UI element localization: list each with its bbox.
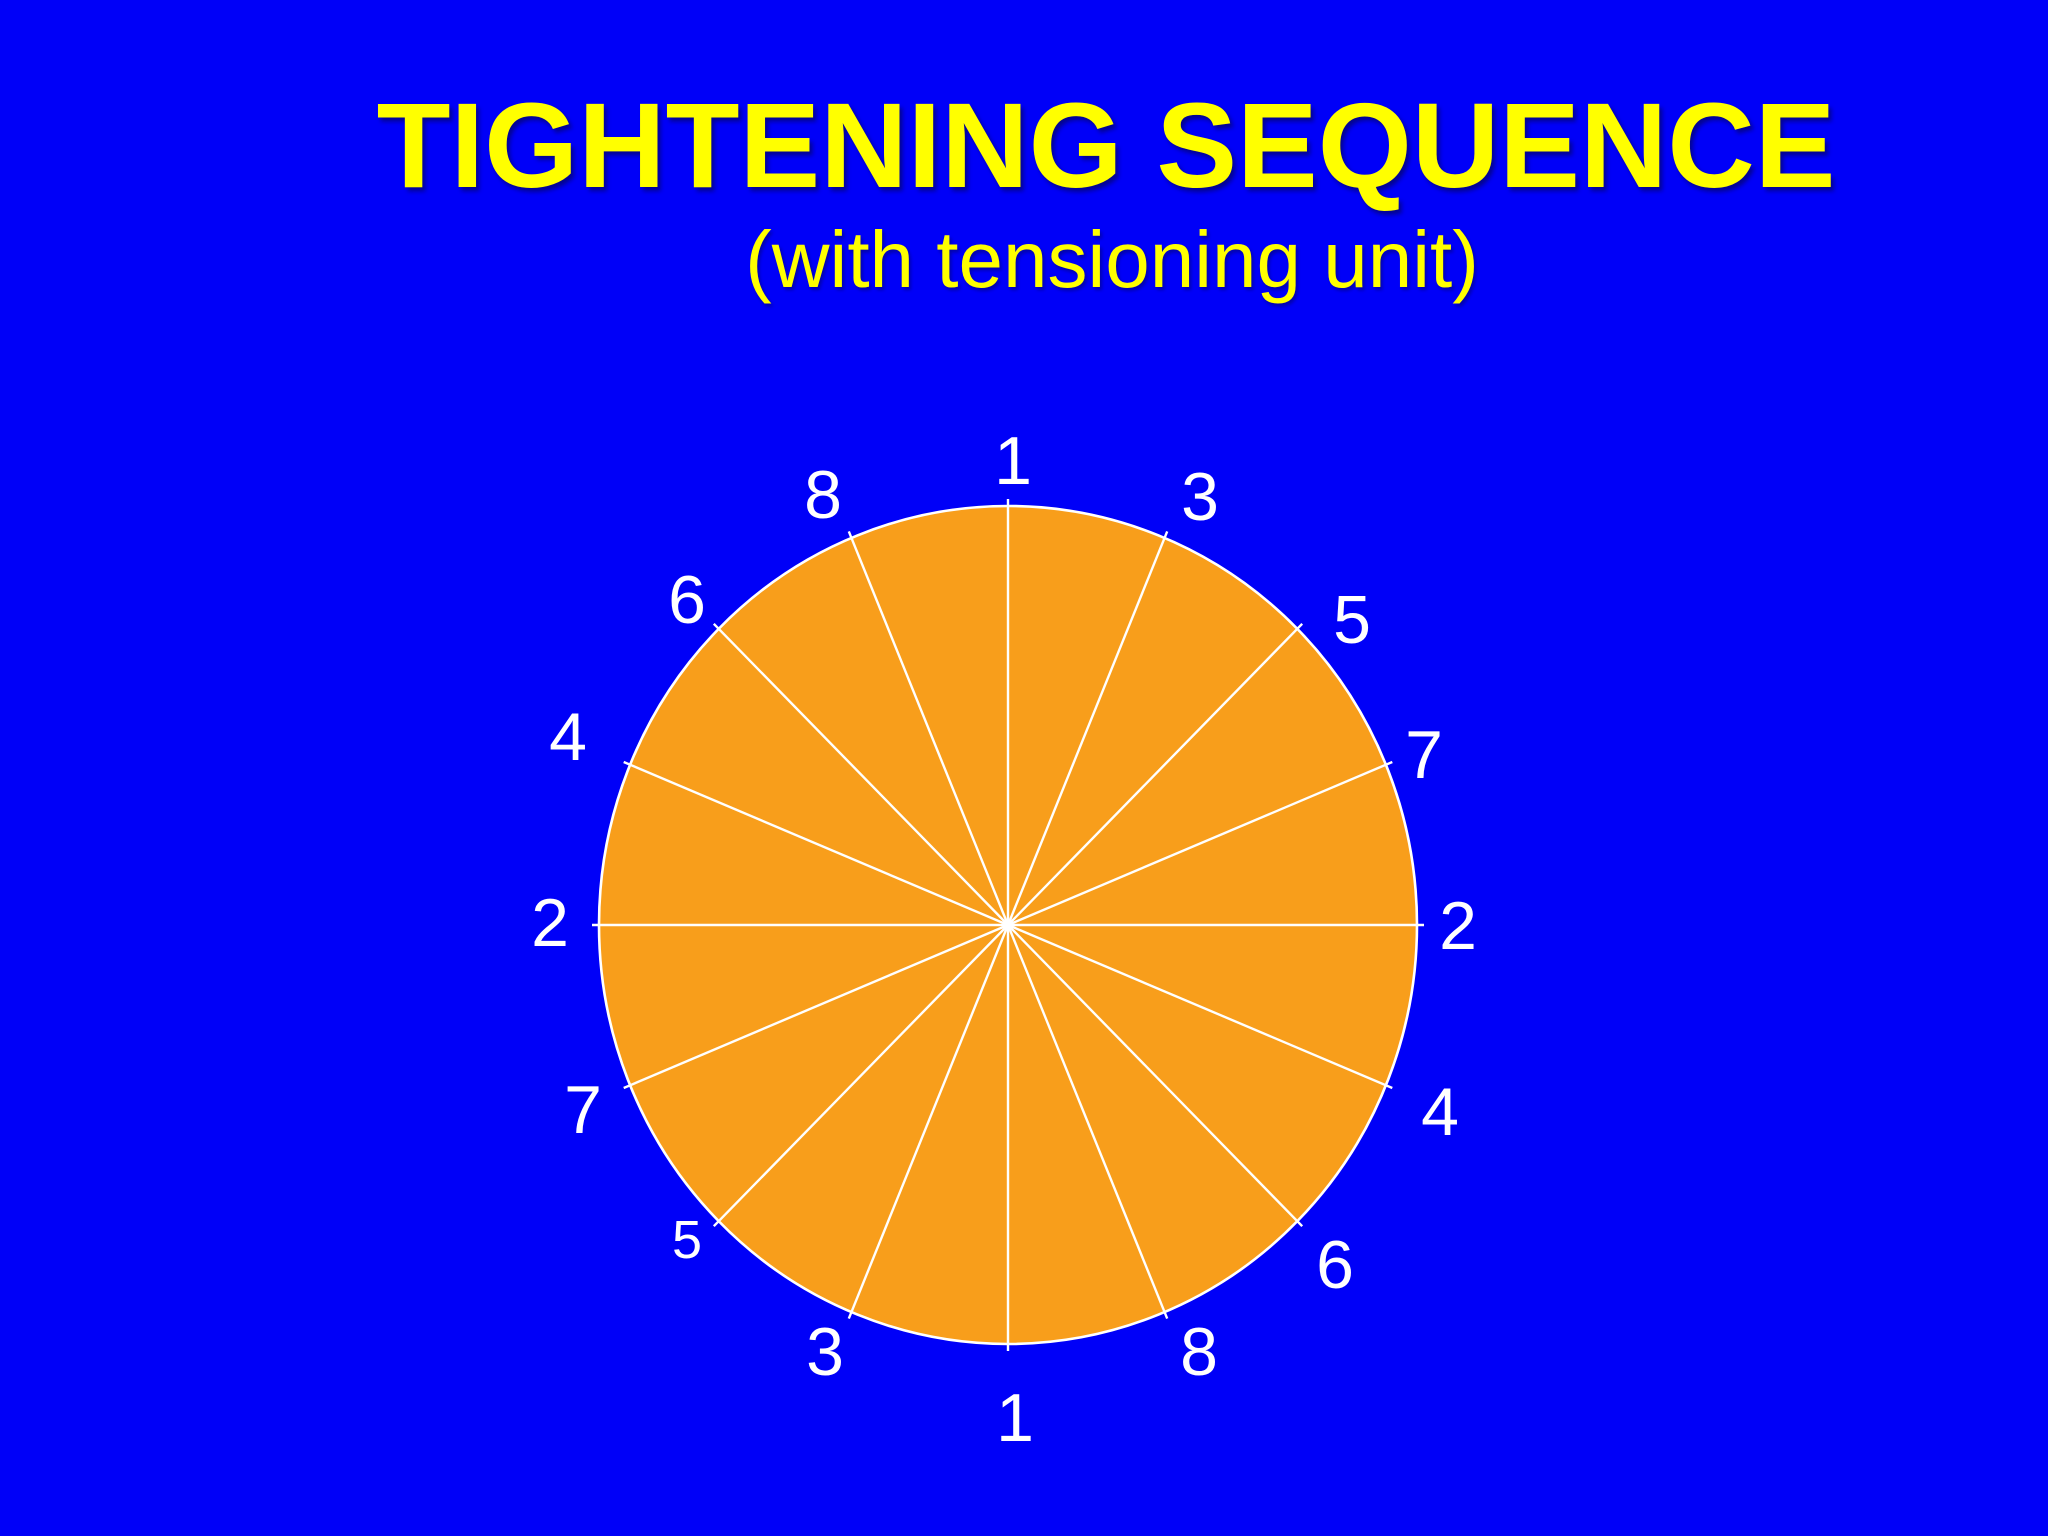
sector-line <box>623 923 1009 1090</box>
bolt-number-label: 2 <box>531 885 569 961</box>
sector-line <box>623 760 1009 927</box>
sector-line <box>1006 530 1169 926</box>
sector-line <box>847 530 1010 926</box>
bolt-number-label: 6 <box>1316 1227 1354 1303</box>
sector-line <box>1007 760 1393 927</box>
sector-line <box>1007 924 1304 1228</box>
slide-subtitle: (with tensioning unit) <box>745 215 1479 304</box>
bolt-number-label: 8 <box>804 457 842 533</box>
slide-title: TIGHTENING SEQUENCE <box>376 77 1836 213</box>
bolt-number-label: 4 <box>1421 1074 1459 1150</box>
bolt-number-label: 5 <box>1333 582 1371 658</box>
bolt-number-label: 8 <box>1180 1314 1218 1390</box>
bolt-number-label: 1 <box>996 1380 1034 1456</box>
bolt-number-label: 7 <box>564 1072 602 1148</box>
sector-line <box>1006 924 1169 1320</box>
sector-line <box>712 622 1009 926</box>
sector-line <box>1007 622 1304 926</box>
bolt-number-label: 4 <box>549 699 587 775</box>
bolt-number-label: 1 <box>994 423 1032 499</box>
sector-line <box>847 924 1010 1320</box>
sector-line <box>1007 923 1393 1090</box>
bolt-number-label: 3 <box>806 1314 844 1390</box>
bolt-number-label: 6 <box>668 562 706 638</box>
bolt-number-label: 3 <box>1181 459 1219 535</box>
bolt-number-label: 7 <box>1405 717 1443 793</box>
sector-line <box>712 924 1009 1228</box>
bolt-number-label: 5 <box>671 1210 703 1270</box>
bolt-number-label: 2 <box>1439 888 1477 964</box>
